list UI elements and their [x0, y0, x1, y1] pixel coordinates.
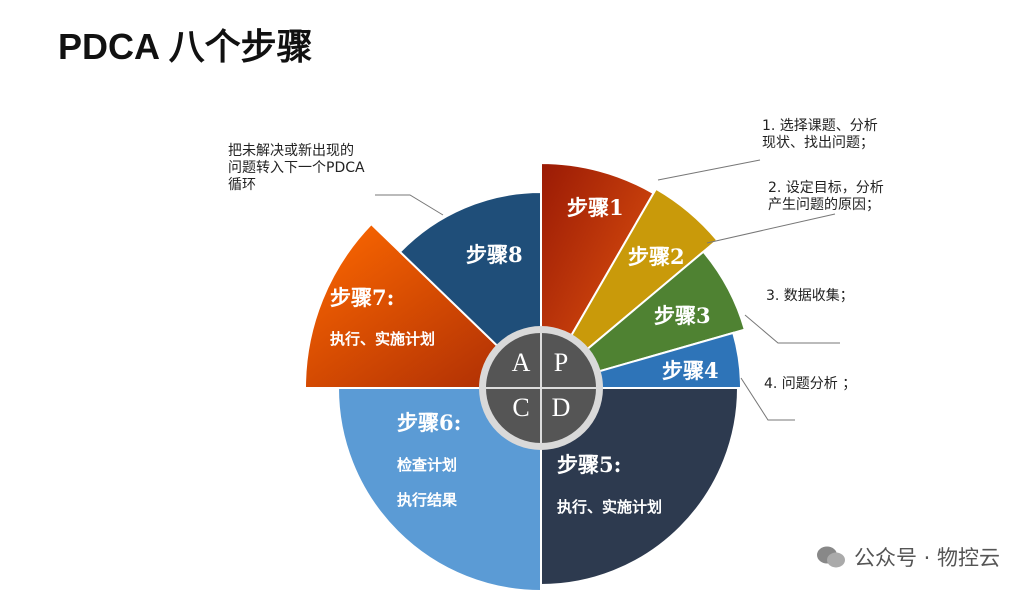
leader-line-4 [740, 377, 795, 421]
step-7-sector [303, 222, 544, 389]
leader-line-2 [706, 213, 836, 244]
wechat-icon [816, 546, 845, 568]
step-6-sector [336, 387, 542, 593]
center-a: A [512, 348, 531, 377]
step-8-label: 步骤8 [466, 242, 523, 267]
watermark-text: 公众号 · 物控云 [853, 546, 1000, 570]
step-6-sub2: 执行结果 [397, 491, 458, 509]
step-1-sector [540, 161, 655, 392]
step-2-label: 步骤2 [628, 244, 685, 269]
step-5-sector [540, 387, 740, 587]
step-4-note: 4. 问题分析 ； [764, 376, 857, 392]
watermark: 公众号 · 物控云 [816, 542, 1000, 572]
step-8-note: 把未解决或新出现的 问题转入下一个PDCA 循环 [228, 143, 365, 193]
page-title: PDCA 八个步骤 [58, 26, 313, 67]
leader-line-1 [657, 159, 761, 181]
step-7-label: 步骤7: [330, 285, 394, 310]
step-2-note: 2. 设定目标，分析 产生问题的原因； [768, 180, 884, 213]
step-6-label: 步骤6: [397, 410, 461, 435]
step-4-label: 步骤4 [662, 358, 719, 383]
leader-line-3 [744, 314, 840, 344]
step-1-note: 1. 选择课题、分析 现状、找出问题； [762, 118, 878, 151]
center-d: D [552, 393, 571, 422]
center-c: C [512, 393, 529, 422]
step-5-sub: 执行、实施计划 [557, 498, 662, 516]
leader-line-8 [375, 194, 444, 216]
step-7-sub: 执行、实施计划 [330, 330, 435, 348]
step-2-sector [540, 187, 719, 389]
step-5-label: 步骤5: [557, 452, 621, 477]
step-3-note: 3. 数据收集； [766, 288, 854, 304]
step-3-label: 步骤3 [654, 303, 711, 328]
step-1-label: 步骤1 [567, 195, 624, 220]
step-6-sub: 检查计划 [397, 456, 457, 474]
center-p: P [554, 348, 568, 377]
